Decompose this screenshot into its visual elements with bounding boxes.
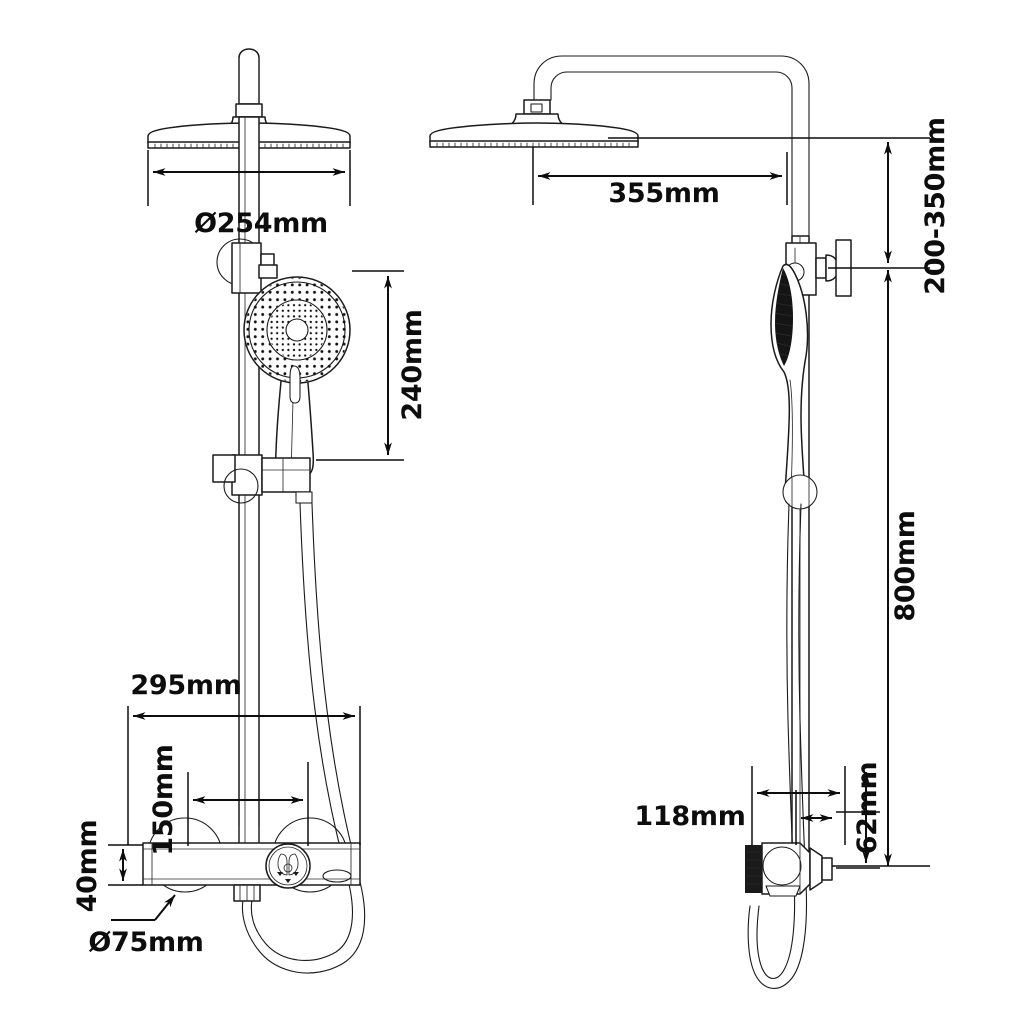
dimension-label-outlet-projection: 62mm [852, 762, 883, 855]
dimension-label-arm-projection: 355mm [608, 178, 719, 209]
side-view [429, 55, 852, 989]
dimension-arm-drop-range: 200-350mm [608, 117, 951, 295]
dimension-outlet-projection: 62mm [795, 762, 883, 869]
dimension-label-arm-drop-range: 200-350mm [920, 117, 951, 295]
dimension-handshower-height: 240mm [316, 270, 428, 461]
overhead-inlet-stub [235, 48, 263, 118]
dimension-label-bar-valve-depth: 40mm [72, 820, 103, 913]
dimension-label-handshower-height: 240mm [397, 309, 428, 420]
hose-guide-ring [782, 474, 818, 510]
dimension-label-inlet-centres: 150mm [148, 744, 179, 855]
dimension-inlet-centres: 150mm [148, 744, 309, 856]
dimension-bar-valve-depth: 40mm [72, 820, 143, 913]
front-view [142, 48, 366, 974]
overhead-nozzle-row-side [436, 142, 630, 148]
overhead-rain-shower-head-side [429, 99, 639, 148]
hand-shower [243, 276, 351, 477]
dimension-label-riser-height: 800mm [890, 510, 921, 621]
dimension-bar-valve-width: 295mm [127, 670, 361, 845]
dimension-overhead-diameter: Ø254mm [147, 150, 351, 239]
hand-shower-holder-bracket [212, 454, 313, 504]
dimension-label-overhead-diameter: Ø254mm [194, 208, 328, 239]
dimension-label-escutcheon-diameter: Ø75mm [88, 927, 203, 958]
dimension-valve-projection: 118mm [634, 766, 846, 845]
handshower-side-nozzles [775, 268, 793, 366]
thermostatic-bar-mixer-valve [142, 817, 361, 902]
dimension-riser-height: 800mm [832, 270, 930, 867]
dimension-label-bar-valve-width: 295mm [130, 670, 241, 701]
dimension-label-valve-projection: 118mm [634, 801, 745, 832]
thermostatic-bar-mixer-valve-side [745, 842, 833, 897]
dimension-arm-projection: 355mm [532, 147, 788, 209]
upper-riser-bracket [216, 238, 278, 294]
dimension-escutcheon-diameter: Ø75mm [88, 894, 204, 958]
overhead-nozzle-row [154, 143, 344, 149]
